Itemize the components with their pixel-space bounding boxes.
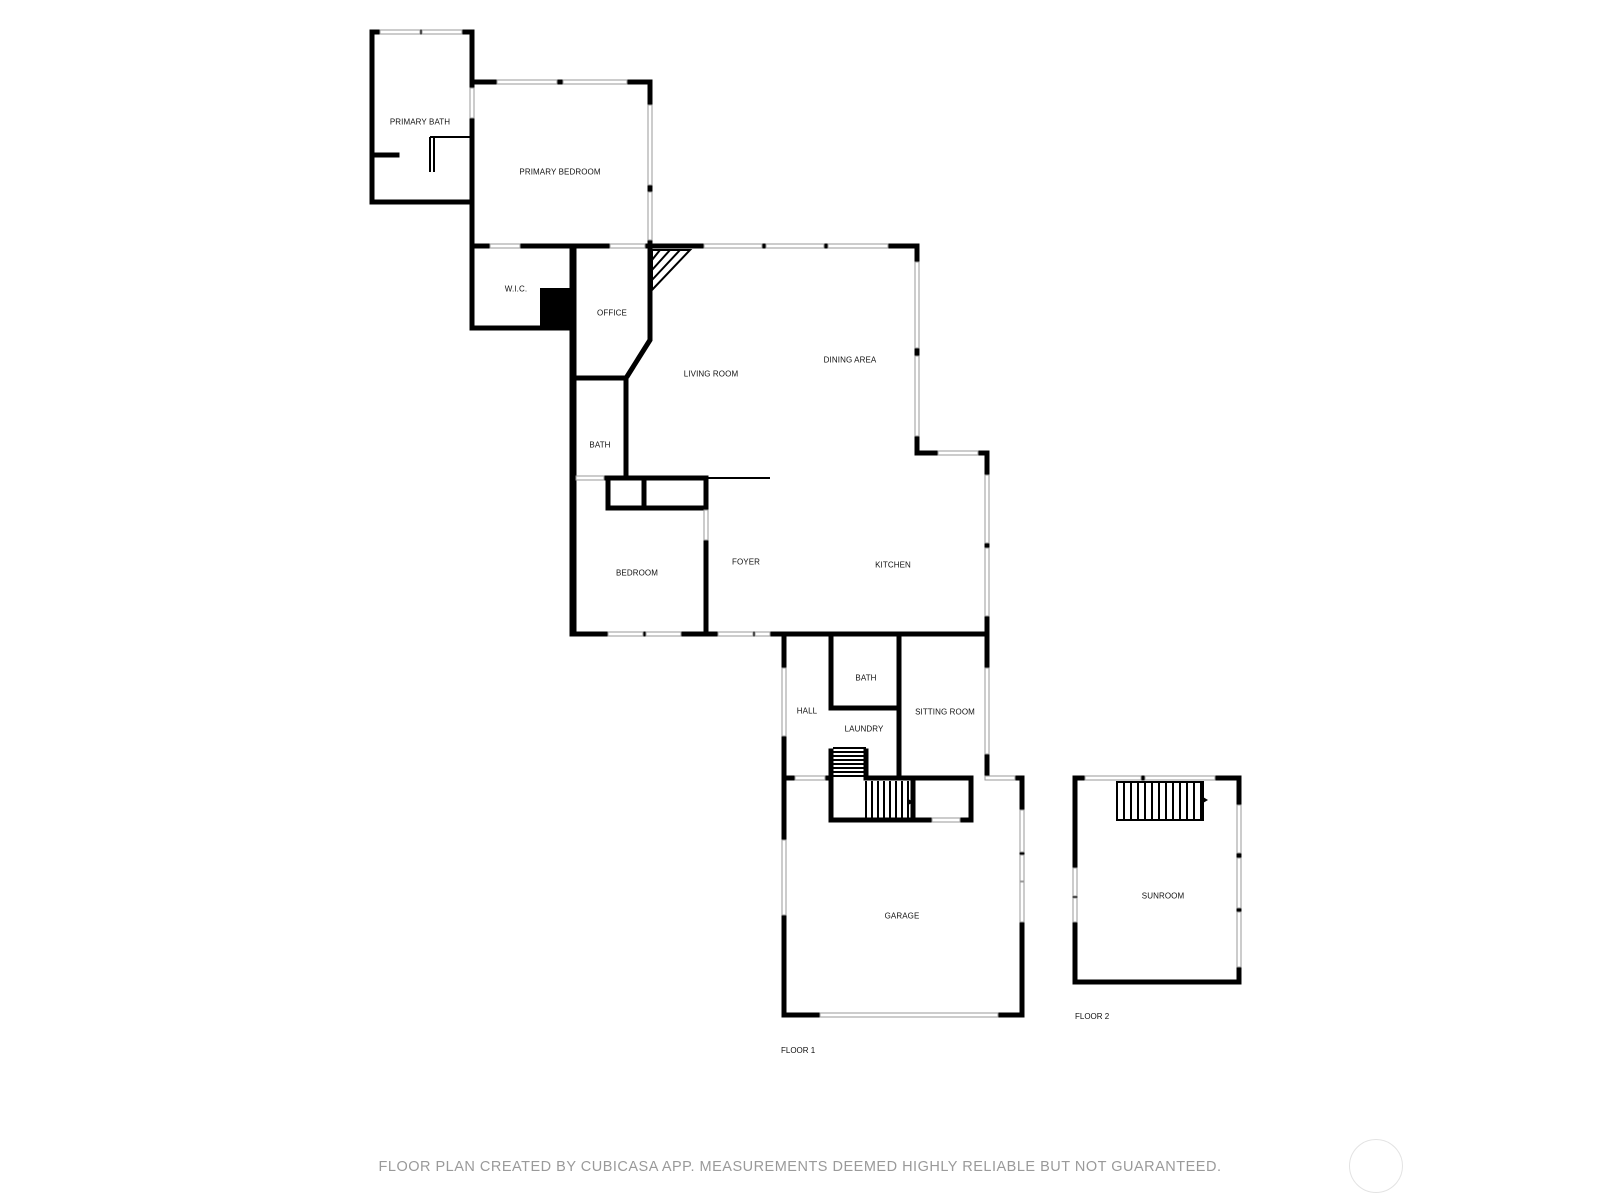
main-floor-windows [575,243,990,637]
floor-label-1: FLOOR 1 [781,1046,816,1055]
room-label-primary-bath: PRIMARY BATH [389,117,451,127]
room-label-dining-area: DINING AREA [823,355,877,365]
stairs [833,747,1208,821]
lower-wing-windows [781,667,1242,1018]
room-label-bedroom: BEDROOM [615,568,659,578]
room-label-sitting-room: SITTING ROOM [915,707,975,717]
lower-wing-walls [781,631,1242,1018]
room-label-sunroom: SUNROOM [1141,891,1185,901]
chimney-block [540,288,574,328]
room-label-bath-1: BATH [589,440,611,450]
room-label-office: OFFICE [597,308,627,318]
room-label-hall: HALL [796,706,818,716]
floor-label-2: FLOOR 2 [1075,1012,1110,1021]
room-label-bath-2: BATH [855,673,877,683]
room-label-kitchen: KITCHEN [875,560,911,570]
stair-hatch [651,249,693,293]
room-label-foyer: FOYER [731,557,761,567]
disclaimer-text: FLOOR PLAN CREATED BY CUBICASA APP. MEAS… [378,1159,1222,1175]
room-label-garage: GARAGE [884,911,920,921]
primary-suite-windows [379,29,653,249]
room-label-primary-bedroom: PRIMARY BEDROOM [519,167,601,177]
room-label-laundry: LAUNDRY [844,724,884,734]
room-label-living-room: LIVING ROOM [683,369,739,379]
watermark-logo [1349,1139,1403,1193]
main-floor-walls [569,243,990,637]
room-label-wic: W.I.C. [504,284,528,294]
